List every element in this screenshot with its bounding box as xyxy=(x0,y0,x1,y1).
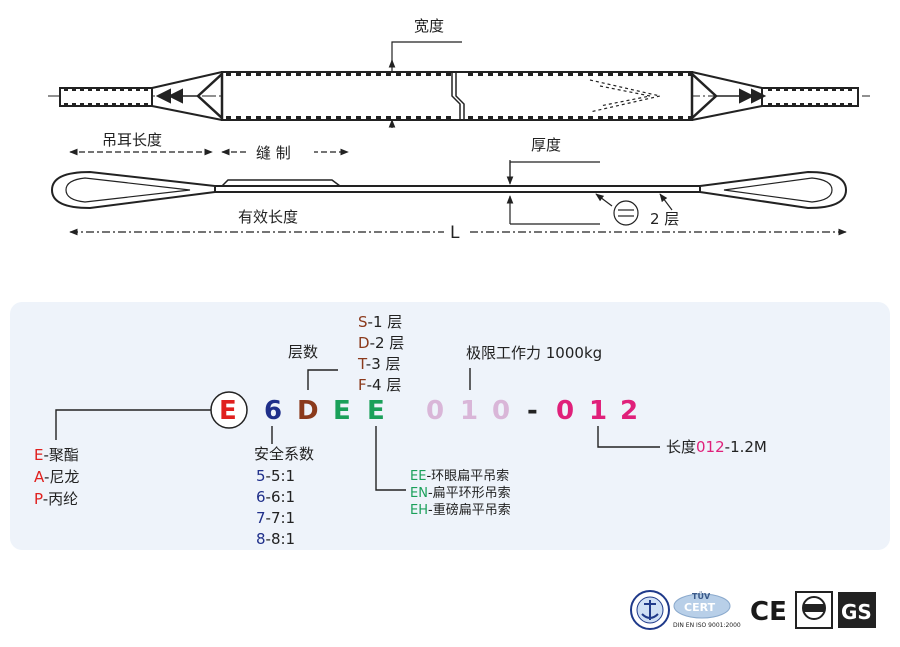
sling-technical-drawing: 宽度 吊耳长度 缝 制 厚度 2 层 有效长度 L xyxy=(48,17,870,243)
gs-text: GS xyxy=(841,600,872,624)
svg-text:EE-环眼扁平吊索: EE-环眼扁平吊索 xyxy=(410,469,509,484)
width-dimension xyxy=(388,41,462,128)
layer-rest-f: -4 层 xyxy=(367,376,402,394)
code-char-1: 6 xyxy=(264,396,282,426)
length-suffix: -1.2M xyxy=(725,438,767,456)
layer-rest-s: -1 层 xyxy=(368,313,403,331)
anchor-seal-icon xyxy=(630,590,670,630)
ce-mark-icon: CE xyxy=(750,597,787,627)
code-char-6: 1 xyxy=(460,396,478,426)
material-key-p: P xyxy=(34,490,43,508)
svg-text:6-6:1: 6-6:1 xyxy=(256,488,295,506)
code-char-4: E xyxy=(367,396,385,426)
total-length-label: L xyxy=(450,223,460,243)
safety-key-5: 5 xyxy=(256,467,266,485)
code-char-8: - xyxy=(527,396,538,426)
length-code: 012 xyxy=(696,438,725,456)
safety-rest-8: -8:1 xyxy=(266,530,296,548)
material-rest-a: -尼龙 xyxy=(44,468,79,486)
wll-label: 极限工作力 1000kg xyxy=(466,344,602,362)
effective-length-label: 有效长度 xyxy=(238,208,298,226)
length-label: 长度012-1.2M xyxy=(666,438,767,456)
code-char-9: 0 xyxy=(556,396,574,426)
safety-options: 5-5:1 6-6:1 7-7:1 8-8:1 xyxy=(256,467,295,548)
material-rest-p: -丙纶 xyxy=(43,490,78,508)
svg-text:P-丙纶: P-丙纶 xyxy=(34,490,78,508)
svg-text:7-7:1: 7-7:1 xyxy=(256,509,295,527)
safety-rest-6: -6:1 xyxy=(266,488,296,506)
eye-length-label: 吊耳长度 xyxy=(102,131,162,149)
gs-mark-icon: GS xyxy=(838,592,876,628)
layer-rest-d: -2 层 xyxy=(370,334,405,352)
svg-text:8-8:1: 8-8:1 xyxy=(256,530,295,548)
layers-callout xyxy=(595,193,673,226)
type-rest-eh: -重磅扁平吊索 xyxy=(428,502,511,518)
code-char-5: 0 xyxy=(426,396,444,426)
layer-rest-t: -3 层 xyxy=(366,355,401,373)
safety-rest-5: -5:1 xyxy=(266,467,296,485)
material-rest-e: -聚酯 xyxy=(43,446,78,464)
layers-title: 层数 xyxy=(288,343,318,361)
layer-key-s: S xyxy=(358,313,368,331)
material-key-a: A xyxy=(34,468,45,486)
layers-label: 2 层 xyxy=(650,210,679,228)
code-char-3: E xyxy=(333,396,351,426)
code-char-0: E xyxy=(219,396,237,426)
svg-text:A-尼龙: A-尼龙 xyxy=(34,468,79,486)
type-key-eh: EH xyxy=(410,503,428,518)
svg-text:EH-重磅扁平吊索: EH-重磅扁平吊索 xyxy=(410,502,511,518)
svg-text:T-3 层: T-3 层 xyxy=(357,355,401,373)
material-key-e: E xyxy=(34,446,43,464)
layer-key-f: F xyxy=(358,376,367,394)
code-char-10: 1 xyxy=(589,396,607,426)
type-key-en: EN xyxy=(410,486,428,501)
type-key-ee: EE xyxy=(410,469,426,484)
svg-text:E-聚酯: E-聚酯 xyxy=(34,446,79,464)
width-label: 宽度 xyxy=(414,17,444,35)
product-code-legend: E 6 D E E 0 1 0 - 0 1 2 层数 S-1 层 D-2 层 T… xyxy=(34,313,767,548)
product-code: E 6 D E E 0 1 0 - 0 1 2 xyxy=(210,391,638,429)
sling-side-view xyxy=(50,170,848,210)
safety-title: 安全系数 xyxy=(254,445,314,463)
safety-rest-7: -7:1 xyxy=(266,509,296,527)
stitch-dashes xyxy=(64,72,852,120)
safety-key-7: 7 xyxy=(256,509,266,527)
sling-top-view xyxy=(48,71,870,121)
safety-key-6: 6 xyxy=(256,488,266,506)
tuv-cert-icon: TÜV CERT DIN EN ISO 9001:2000 xyxy=(673,591,741,629)
code-char-11: 2 xyxy=(620,396,638,426)
safety-key-8: 8 xyxy=(256,530,266,548)
code-char-7: 0 xyxy=(492,396,510,426)
leader-lines xyxy=(55,368,660,491)
stitch-label: 缝 制 xyxy=(256,144,291,162)
thickness-label: 厚度 xyxy=(531,136,561,154)
certification-logos: TÜV CERT DIN EN ISO 9001:2000 CE GS xyxy=(630,590,876,630)
svg-text:5-5:1: 5-5:1 xyxy=(256,467,295,485)
ce-text: CE xyxy=(750,597,787,627)
code-char-2: D xyxy=(297,396,319,426)
svg-text:EN-扁平环形吊索: EN-扁平环形吊索 xyxy=(410,486,511,501)
type-rest-en: -扁平环形吊索 xyxy=(428,486,511,501)
tuv-text: TÜV xyxy=(692,591,711,601)
iso-text: DIN EN ISO 9001:2000 xyxy=(673,622,741,629)
layers-options: S-1 层 D-2 层 T-3 层 F-4 层 xyxy=(357,313,404,394)
layer-key-t: T xyxy=(357,355,368,373)
svg-text:D-2 层: D-2 层 xyxy=(358,334,404,352)
svg-text:F-4 层: F-4 层 xyxy=(358,376,401,394)
material-options: E-聚酯 A-尼龙 P-丙纶 xyxy=(34,446,79,508)
tuv-square-icon xyxy=(795,591,833,629)
layer-key-d: D xyxy=(358,334,370,352)
svg-text:S-1 层: S-1 层 xyxy=(358,313,402,331)
type-rest-ee: -环眼扁平吊索 xyxy=(426,469,509,484)
product-code-panel xyxy=(10,302,890,550)
type-options: EE-环眼扁平吊索 EN-扁平环形吊索 EH-重磅扁平吊索 xyxy=(410,469,511,518)
cert-text: CERT xyxy=(684,601,716,614)
length-prefix: 长度 xyxy=(666,438,696,456)
thickness-dimension xyxy=(506,160,600,225)
